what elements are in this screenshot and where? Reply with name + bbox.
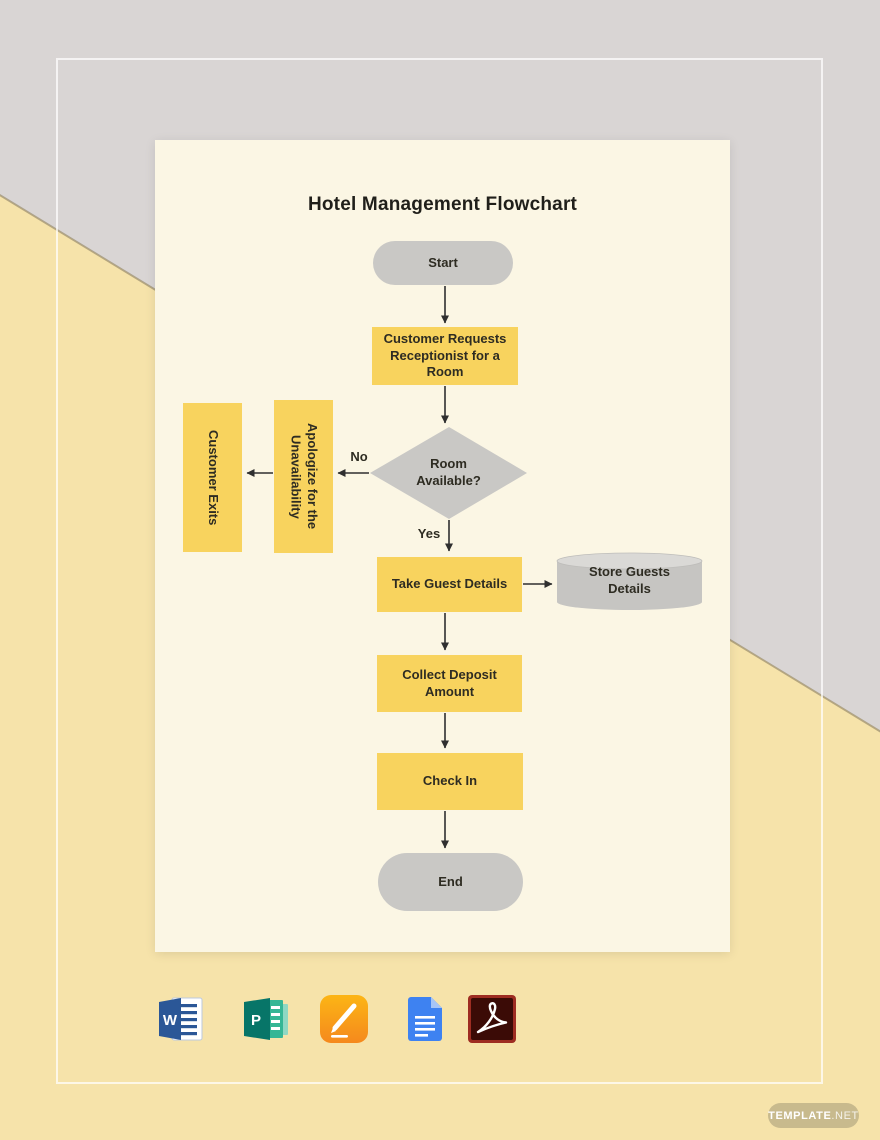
google-docs-icon[interactable] bbox=[399, 993, 451, 1045]
microsoft-word-icon[interactable]: W bbox=[155, 993, 207, 1045]
decision-diamond-shape bbox=[370, 427, 527, 519]
node-apologize: Apologize for the Unavailability bbox=[274, 400, 333, 553]
node-collect-deposit: Collect Deposit Amount bbox=[377, 655, 522, 712]
node-take-guest-details: Take Guest Details bbox=[377, 557, 522, 612]
edge-label-no: No bbox=[350, 449, 368, 464]
node-customer-exits: Customer Exits bbox=[183, 403, 242, 552]
brand-badge-name: TEMPLATE bbox=[768, 1109, 832, 1122]
database-cylinder-top bbox=[556, 552, 703, 570]
node-request-room: Customer Requests Receptionist for a Roo… bbox=[372, 327, 518, 385]
flowchart-connectors bbox=[246, 286, 703, 849]
node-store-guest-details: Store Guests Details bbox=[589, 564, 670, 596]
apple-pages-icon[interactable] bbox=[318, 993, 370, 1045]
adobe-acrobat-icon[interactable] bbox=[466, 993, 518, 1045]
node-room-available: Room Available? bbox=[416, 456, 481, 488]
frame-border bbox=[56, 58, 823, 1084]
node-start: Start bbox=[373, 241, 513, 285]
brand-badge: TEMPLATE.NET bbox=[768, 1103, 859, 1128]
edge-label-yes: Yes bbox=[417, 526, 441, 541]
brand-badge-tld: .NET bbox=[831, 1109, 859, 1122]
page-title: Hotel Management Flowchart bbox=[307, 194, 578, 215]
microsoft-publisher-icon[interactable]: P bbox=[240, 993, 292, 1045]
template-card: Hotel Management Flowchart bbox=[155, 140, 730, 952]
node-end: End bbox=[378, 853, 523, 911]
svg-text:W: W bbox=[163, 1012, 178, 1029]
node-check-in: Check In bbox=[377, 753, 523, 810]
svg-text:P: P bbox=[251, 1012, 261, 1029]
database-cylinder-body bbox=[557, 561, 702, 610]
arrow-lines bbox=[246, 286, 553, 849]
